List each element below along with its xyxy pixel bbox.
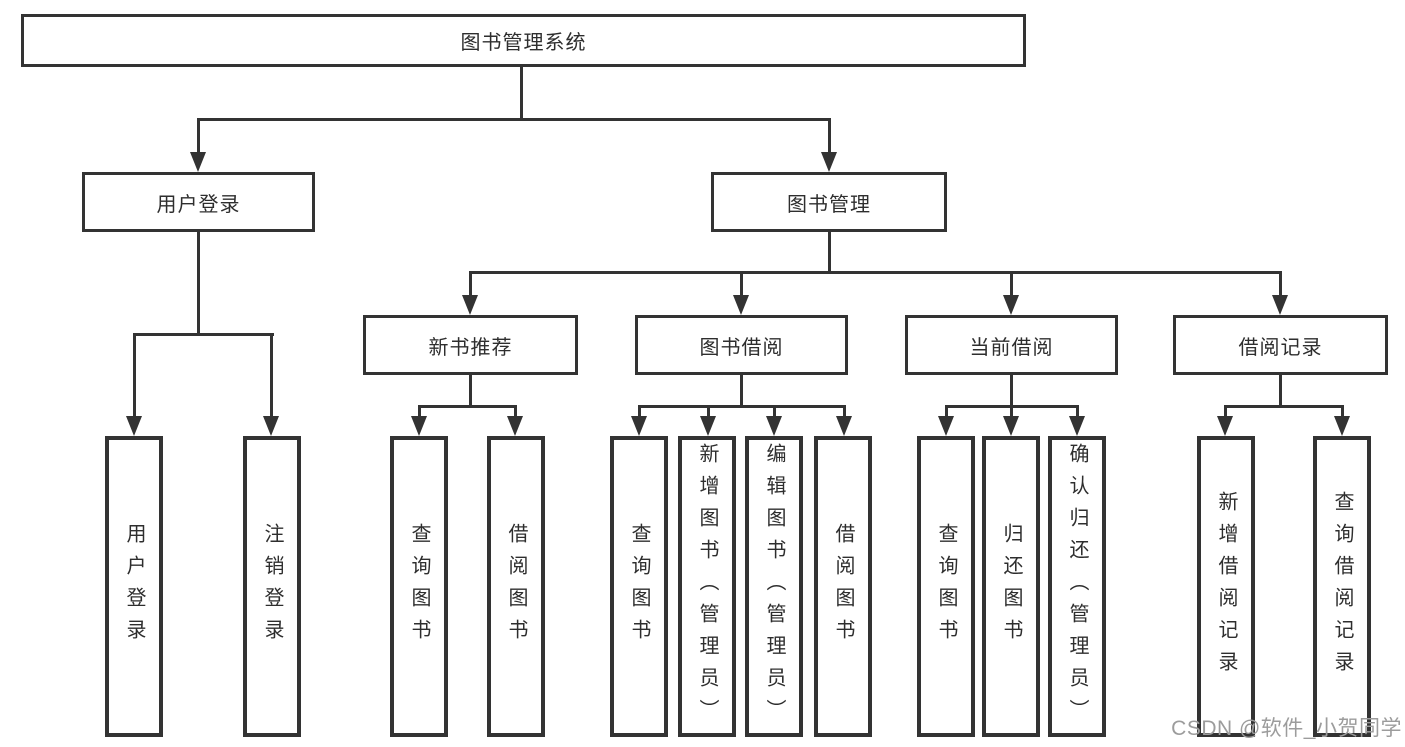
node-book-management: 图书管理 [711,172,947,232]
leaf-query-borrow-record: 查询借阅记录 [1313,436,1371,737]
connector-borrowing-stem [740,375,743,407]
leaf-add-book-admin: 新增图书（管理员） [678,436,736,737]
arrow-down-icon [1003,416,1019,436]
connector-borrowing-drop-2 [707,405,710,420]
connector-borrowing-drop-4 [843,405,846,420]
leaf-borrowing-borrow-books: 借阅图书 [814,436,872,737]
arrow-down-icon [126,416,142,436]
connector-userlogin-drop-2 [270,333,273,418]
leaf-label: 查询图书 [408,522,430,651]
connector-bookmgmt-bus [469,271,1282,274]
connector-bookmgmt-drop-4 [1279,271,1282,297]
arrow-down-icon [938,416,954,436]
connector-root-stem [520,67,523,119]
connector-current-drop-2 [1010,405,1013,420]
connector-bookmgmt-drop-3 [1010,271,1013,297]
node-label: 图书管理 [787,193,871,216]
arrow-down-icon [190,152,206,172]
leaf-confirm-return-admin: 确认归还（管理员） [1048,436,1106,737]
connector-newbooks-drop-1 [418,405,421,420]
connector-newbooks-drop-2 [514,405,517,420]
connector-root-left-drop [197,118,200,154]
arrow-down-icon [1003,295,1019,315]
leaf-borrowing-query-books: 查询图书 [610,436,668,737]
node-label: 新书推荐 [428,336,513,359]
leaf-label: 归还图书 [1000,522,1022,651]
connector-bookmgmt-stem [828,232,831,273]
arrow-down-icon [1069,416,1085,436]
node-label: 当前借阅 [969,336,1054,359]
leaf-return-books: 归还图书 [982,436,1040,737]
connector-borrowing-bus [638,405,845,408]
leaf-user-login: 用户登录 [105,436,163,737]
arrow-down-icon [700,416,716,436]
leaf-label: 查询借阅记录 [1331,490,1353,683]
leaf-label: 查询图书 [935,522,957,651]
leaf-label: 注销登录 [261,522,283,651]
leaf-label: 新增借阅记录 [1215,490,1237,683]
arrow-down-icon [263,416,279,436]
connector-bookmgmt-drop-2 [740,271,743,297]
node-borrowing-records: 借阅记录 [1173,315,1388,375]
connector-records-stem [1279,375,1282,407]
connector-userlogin-bus [133,333,274,336]
arrow-down-icon [631,416,647,436]
leaf-label: 查询图书 [628,522,650,651]
connector-userlogin-stem [197,232,200,335]
arrow-down-icon [1272,295,1288,315]
connector-borrowing-drop-3 [773,405,776,420]
leaf-label: 借阅图书 [505,522,527,651]
leaf-edit-book-admin: 编辑图书（管理员） [745,436,803,737]
connector-records-bus [1224,405,1343,408]
arrow-down-icon [1334,416,1350,436]
arrow-down-icon [836,416,852,436]
leaf-logout: 注销登录 [243,436,301,737]
connector-borrowing-drop-1 [638,405,641,420]
node-user-login: 用户登录 [82,172,315,232]
node-current-borrowing: 当前借阅 [905,315,1118,375]
connector-userlogin-drop-1 [133,333,136,418]
arrow-down-icon [507,416,523,436]
connector-root-right-drop [828,118,831,154]
arrow-down-icon [1217,416,1233,436]
connector-root-bus [197,118,831,121]
node-book-borrowing: 图书借阅 [635,315,848,375]
node-library-management-system: 图书管理系统 [21,14,1026,67]
connector-bookmgmt-drop-1 [469,271,472,297]
arrow-down-icon [766,416,782,436]
connector-current-stem [1010,375,1013,407]
arrow-down-icon [411,416,427,436]
leaf-newbooks-borrow-books: 借阅图书 [487,436,545,737]
arrow-down-icon [821,152,837,172]
connector-newbooks-stem [469,375,472,407]
leaf-label: 编辑图书（管理员） [763,442,785,731]
node-new-book-recommendation: 新书推荐 [363,315,578,375]
node-label: 用户登录 [156,193,241,216]
leaf-label: 新增图书（管理员） [696,442,718,731]
arrow-down-icon [733,295,749,315]
csdn-watermark: CSDN @软件_小贺同学 [1171,717,1402,740]
connector-current-drop-3 [1076,405,1079,420]
node-label: 借阅记录 [1238,336,1323,359]
leaf-label: 借阅图书 [832,522,854,651]
connector-newbooks-bus [418,405,517,408]
leaf-label: 用户登录 [123,522,145,651]
connector-records-drop-2 [1341,405,1344,420]
leaf-add-borrow-record: 新增借阅记录 [1197,436,1255,737]
connector-current-drop-1 [945,405,948,420]
leaf-label: 确认归还（管理员） [1066,442,1088,731]
node-label: 图书管理系统 [460,32,587,54]
node-label: 图书借阅 [699,336,784,359]
connector-records-drop-1 [1224,405,1227,420]
arrow-down-icon [462,295,478,315]
leaf-newbooks-query-books: 查询图书 [390,436,448,737]
leaf-current-query-books: 查询图书 [917,436,975,737]
